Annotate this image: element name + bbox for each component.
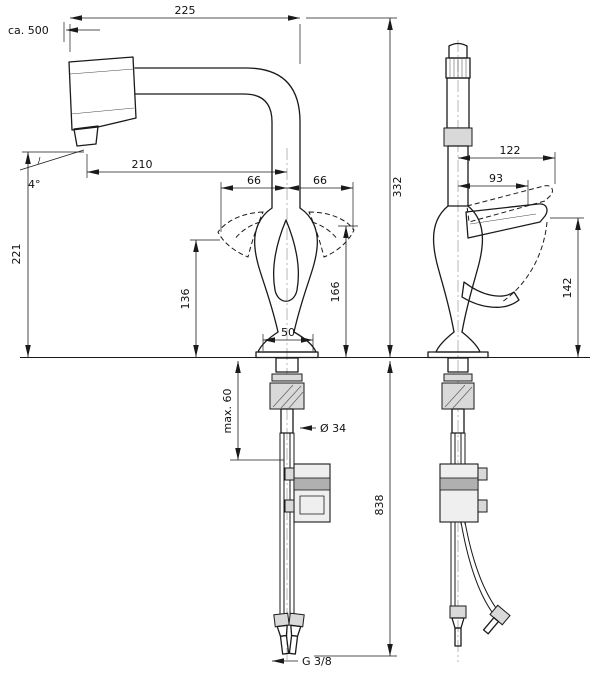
valve-port <box>284 467 295 481</box>
handle-lever-raised <box>466 185 553 223</box>
spray-head <box>68 56 137 131</box>
riser-column <box>447 145 469 207</box>
faucet-front-view <box>68 56 355 359</box>
dim-ca-500: ca. 500 <box>8 22 100 42</box>
side-below-counter <box>439 357 511 647</box>
dim-221: 221 <box>10 151 84 357</box>
side-body-left <box>432 205 455 333</box>
valve-box-band <box>293 477 331 491</box>
dim-4deg: 4° <box>19 149 85 191</box>
spout-inner <box>134 93 273 209</box>
dim-label-angle: 4° <box>28 178 41 191</box>
aerator <box>73 125 99 147</box>
dim-142: 142 <box>550 217 584 357</box>
dim-93: 93 <box>458 172 529 206</box>
spout-outer <box>134 67 301 209</box>
head-cap <box>448 42 468 59</box>
dim-label-225: 225 <box>175 4 196 17</box>
valve-box <box>439 463 479 523</box>
dim-166: 166 <box>329 225 358 357</box>
joint-ring <box>443 127 473 147</box>
hose-fitting <box>449 605 467 619</box>
handle-arc <box>501 221 548 303</box>
dim-838: 838 <box>314 361 397 657</box>
valve-port <box>477 499 488 513</box>
valve-box <box>293 463 331 523</box>
dim-label-210: 210 <box>132 158 153 171</box>
shank <box>447 357 469 373</box>
dim-diameter-34: Ø 34 <box>300 422 346 435</box>
spray-head-band <box>70 107 135 115</box>
handle-swing-left <box>217 211 264 258</box>
faucet-side-view <box>427 42 553 359</box>
dim-225: 225 <box>69 4 301 64</box>
body-cutout <box>272 219 300 302</box>
hose-fitting <box>288 612 305 655</box>
angled-hose <box>460 521 493 613</box>
valve-port <box>284 499 295 513</box>
dim-label-93: 93 <box>489 172 503 185</box>
dim-label-221: 221 <box>10 244 23 265</box>
dim-label-pullout: ca. 500 <box>8 24 49 37</box>
valve-port <box>477 467 488 481</box>
handle-lever <box>465 203 548 239</box>
dim-label-66-right: 66 <box>313 174 327 187</box>
dim-66-66: 66 66 <box>220 174 354 232</box>
dim-label-332: 332 <box>391 177 404 198</box>
dim-label-g38: G 3/8 <box>302 655 332 668</box>
shank <box>275 357 299 373</box>
dim-332: 332 <box>306 17 404 357</box>
handle-swing-right <box>308 211 355 258</box>
hose-fitting-angled <box>482 604 511 635</box>
handle-swing-arc <box>233 221 261 241</box>
body-right <box>293 207 318 333</box>
dim-label-838: 838 <box>373 495 386 516</box>
dim-label-66-left: 66 <box>247 174 261 187</box>
handle-swing-arc <box>311 221 339 241</box>
washer <box>443 373 473 382</box>
dim-label-166: 166 <box>329 282 342 303</box>
hose-fitting <box>273 612 290 655</box>
front-below-counter <box>269 357 331 655</box>
valve-box-panel <box>299 495 325 515</box>
dim-210: 210 <box>86 154 287 178</box>
handle-lever-lowered <box>461 281 520 308</box>
dim-g38: G 3/8 <box>272 655 332 668</box>
dim-label-diameter-34: Ø 34 <box>320 422 346 435</box>
washer <box>271 373 303 382</box>
dim-50: 50 <box>262 326 314 351</box>
tailpiece <box>280 408 294 434</box>
angled-hose <box>464 521 497 609</box>
dim-max-60: max. 60 <box>221 361 284 461</box>
dim-label-142: 142 <box>561 278 574 299</box>
dim-label-max-60: max. 60 <box>221 389 234 434</box>
side-body-right <box>461 205 484 333</box>
tailpiece <box>451 408 465 434</box>
dim-label-122: 122 <box>500 144 521 157</box>
spray-head-band <box>69 68 135 75</box>
dim-122: 122 <box>458 144 556 184</box>
dim-136: 136 <box>179 239 220 357</box>
body-left <box>254 207 279 333</box>
dim-label-136: 136 <box>179 289 192 310</box>
dim-label-50: 50 <box>281 326 295 339</box>
valve-box-band <box>439 477 479 491</box>
